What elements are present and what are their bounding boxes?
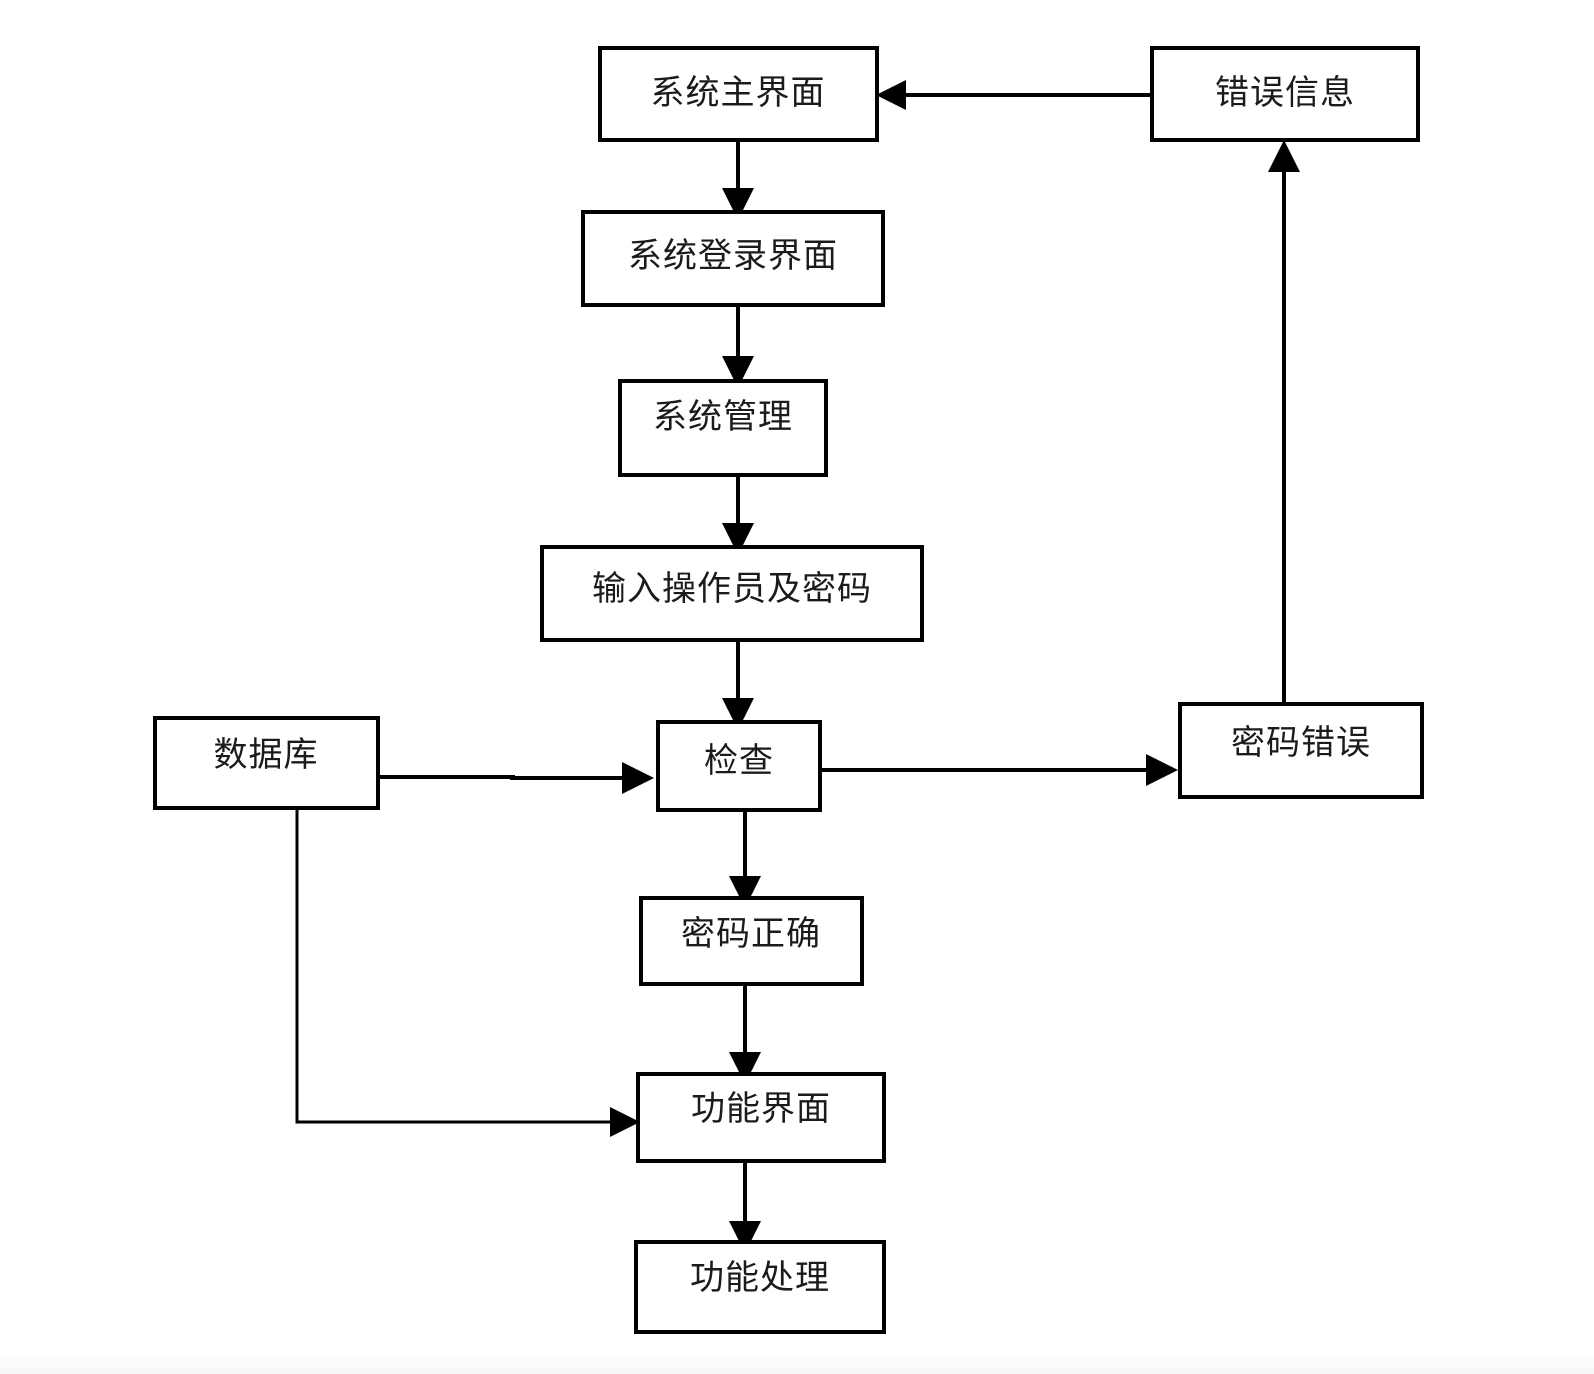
node-login-ui-label: 系统登录界面 bbox=[628, 237, 838, 275]
node-check[interactable]: 检查 bbox=[656, 720, 822, 812]
node-func-ui-label: 功能界面 bbox=[691, 1090, 831, 1128]
edge-login-ui-to-sys-manage bbox=[722, 305, 754, 388]
node-input-cred[interactable]: 输入操作员及密码 bbox=[540, 545, 924, 642]
node-login-ui[interactable]: 系统登录界面 bbox=[581, 210, 885, 307]
node-database-label: 数据库 bbox=[214, 736, 319, 774]
nodes-layer: 系统主界面 错误信息 系统登录界面 系统管理 输入操作员及密码 数据库 bbox=[153, 46, 1424, 1334]
node-pwd-error-label: 密码错误 bbox=[1231, 724, 1371, 762]
edge-main-ui-to-login-ui bbox=[722, 140, 754, 220]
node-sys-manage[interactable]: 系统管理 bbox=[618, 379, 828, 477]
edge-database-to-func-ui bbox=[295, 808, 640, 1137]
edge-database-to-check bbox=[378, 762, 654, 794]
node-error-info-label: 错误信息 bbox=[1215, 74, 1355, 112]
node-input-cred-label: 输入操作员及密码 bbox=[592, 570, 872, 608]
node-func-process-label: 功能处理 bbox=[690, 1259, 830, 1297]
node-pwd-correct-label: 密码正确 bbox=[681, 915, 821, 953]
edge-check-to-pwd-correct bbox=[729, 810, 761, 908]
edge-sys-manage-to-input-cred bbox=[722, 475, 754, 555]
edge-check-to-pwd-error bbox=[820, 754, 1178, 786]
node-database[interactable]: 数据库 bbox=[153, 716, 380, 810]
edges-layer bbox=[295, 80, 1300, 1253]
node-func-process[interactable]: 功能处理 bbox=[634, 1240, 886, 1334]
edge-pwd-correct-to-func-ui bbox=[729, 984, 761, 1084]
node-pwd-error[interactable]: 密码错误 bbox=[1178, 702, 1424, 799]
node-func-ui[interactable]: 功能界面 bbox=[636, 1072, 886, 1163]
node-sys-manage-label: 系统管理 bbox=[653, 398, 793, 436]
node-main-ui-label: 系统主界面 bbox=[651, 74, 826, 112]
node-pwd-correct[interactable]: 密码正确 bbox=[639, 896, 864, 986]
node-main-ui[interactable]: 系统主界面 bbox=[598, 46, 879, 142]
edge-input-cred-to-check bbox=[722, 640, 754, 730]
bottom-edge-band bbox=[0, 1352, 1594, 1374]
node-error-info[interactable]: 错误信息 bbox=[1150, 46, 1420, 142]
node-check-label: 检查 bbox=[704, 742, 774, 780]
edge-pwd-error-to-error-info bbox=[1268, 140, 1300, 704]
edge-func-ui-to-func-process bbox=[729, 1161, 761, 1253]
edge-error-info-to-main-ui bbox=[876, 80, 1152, 110]
